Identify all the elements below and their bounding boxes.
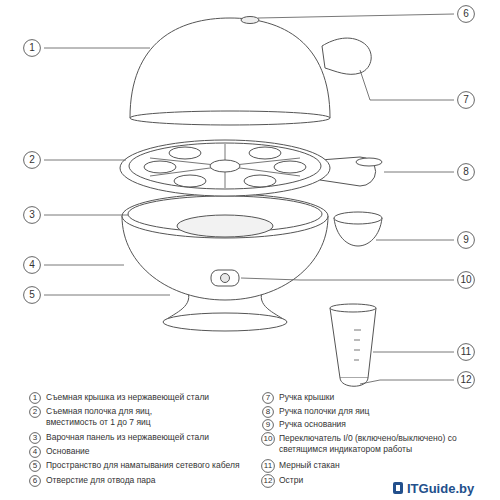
callout-circle: 2 — [23, 151, 41, 169]
callout-number: 8 — [262, 406, 274, 417]
egg-hole — [144, 161, 176, 173]
callout-number: 1 — [29, 392, 41, 403]
callout-number: 7 — [262, 392, 274, 403]
egg-hole — [210, 160, 240, 172]
part-description: Пространство для наматывания сетевого ка… — [46, 460, 240, 471]
callout-circle: 1 — [23, 39, 41, 57]
callout-number: 10 — [261, 432, 275, 444]
part-description: Варочная панель из нержавеющей стали — [46, 432, 209, 443]
part-description: Ручка полочки для яиц — [279, 406, 369, 417]
callout-number: 2 — [23, 151, 41, 166]
tray-handle-rim — [356, 158, 382, 166]
egg-hole — [169, 147, 201, 159]
callout-number: 6 — [457, 5, 475, 20]
callout-circle: 6 — [29, 475, 41, 487]
egg-hole — [249, 147, 281, 159]
lid-rim — [130, 111, 330, 125]
callout-number: 5 — [29, 460, 41, 471]
callout-circle: 8 — [457, 163, 475, 181]
callout-circle: 6 — [457, 5, 475, 23]
heating-plate-well — [177, 215, 273, 237]
part-description: Мерный стакан — [279, 460, 340, 471]
callout-circle: 8 — [262, 406, 274, 418]
watermark: ITGuide.by — [404, 480, 477, 497]
egg-hole — [274, 161, 306, 173]
callout-circle: 4 — [23, 256, 41, 274]
callout-circle: 1 — [29, 392, 41, 404]
cup-spike — [340, 378, 368, 386]
part-description: Отверстие для отвода пара — [46, 475, 155, 486]
callout-number: 11 — [261, 459, 275, 471]
cup-rim — [330, 304, 376, 312]
part-description: Переключатель I/0 (включено/выключено) с… — [279, 433, 484, 455]
base-handle-rim — [334, 212, 382, 224]
measuring-cup — [330, 308, 376, 378]
egg-hole — [174, 175, 206, 187]
foot-rim — [163, 313, 287, 331]
callout-number: 7 — [457, 91, 475, 106]
part-description: Ручка основания — [279, 419, 346, 430]
callout-number: 12 — [261, 474, 275, 486]
callout-circle: 7 — [457, 91, 475, 109]
part-description: Остри — [279, 475, 303, 486]
callout-number: 9 — [457, 231, 475, 246]
callout-number: 5 — [23, 286, 41, 301]
callout-circle: 3 — [29, 432, 41, 444]
egg-tray-inner — [129, 143, 321, 189]
callout-number: 3 — [23, 206, 41, 221]
callout-number: 9 — [262, 419, 274, 430]
callout-number: 2 — [29, 406, 41, 417]
callout-number: 10 — [457, 271, 475, 286]
callout-number: 8 — [457, 163, 475, 178]
callout-circle: 4 — [29, 446, 41, 458]
callout-number: 12 — [457, 371, 475, 386]
watermark-icon — [393, 482, 403, 494]
lid-dome — [130, 18, 330, 118]
part-description: Ручка крышки — [279, 392, 334, 403]
base-rim — [122, 194, 328, 238]
callout-number: 4 — [23, 256, 41, 271]
callout-number: 3 — [29, 432, 41, 443]
callout-number: 6 — [29, 475, 41, 486]
callout-circle: 7 — [262, 392, 274, 404]
part-description: Съемная крышка из нержавеющей стали — [46, 392, 209, 403]
power-switch — [211, 270, 239, 286]
callout-circle: 10 — [457, 271, 475, 289]
callout-circle: 5 — [29, 460, 41, 472]
callout-circle: 5 — [23, 286, 41, 304]
lid-handle — [322, 38, 371, 74]
callout-circle: 11 — [261, 459, 275, 473]
callout-circle: 12 — [457, 371, 475, 389]
switch-indicator — [221, 274, 230, 283]
part-description: Съемная полочка для яиц, вместимость от … — [46, 406, 186, 428]
callout-number: 4 — [29, 446, 41, 457]
egg-tray — [120, 140, 330, 196]
leader-lines — [44, 14, 454, 384]
part-description: Основание — [46, 446, 90, 457]
callout-circle: 12 — [261, 474, 275, 488]
egg-hole — [244, 175, 276, 187]
callout-circle: 2 — [29, 406, 41, 418]
callout-circle: 3 — [23, 206, 41, 224]
callout-circle: 9 — [457, 231, 475, 249]
callout-circle: 10 — [261, 432, 275, 446]
callout-circle: 9 — [262, 419, 274, 431]
steam-hole — [241, 17, 259, 24]
callout-number: 11 — [457, 343, 475, 358]
callout-number: 1 — [23, 39, 41, 54]
callout-circle: 11 — [457, 343, 475, 361]
